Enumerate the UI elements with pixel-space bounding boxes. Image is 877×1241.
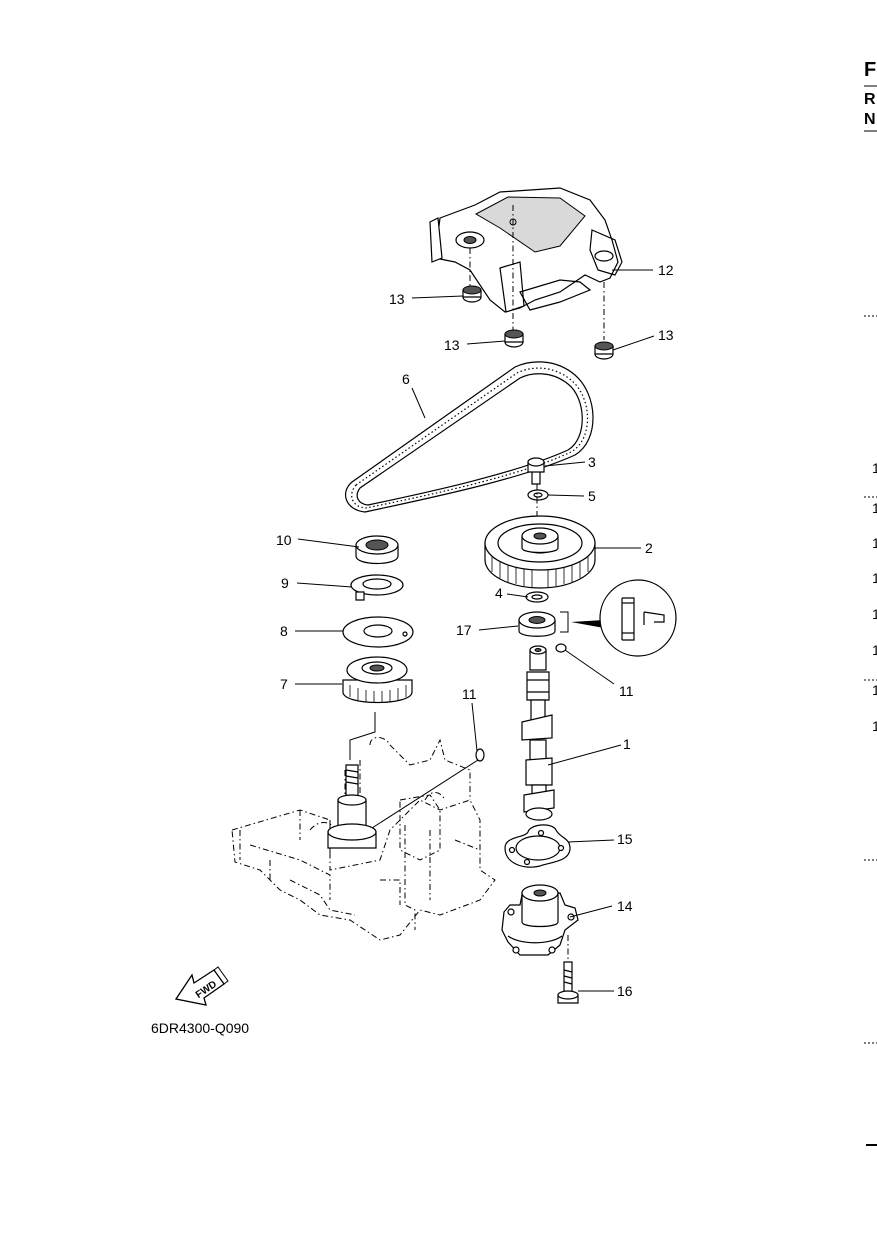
camshaft-pulley — [484, 515, 596, 589]
callout-11: 11 — [462, 686, 477, 702]
detail-inset — [599, 579, 677, 657]
washer — [525, 591, 549, 603]
crankshaft-nose — [327, 764, 377, 849]
fwd-arrow-icon — [174, 966, 229, 1006]
edge-number: 1 — [872, 570, 877, 586]
edge-number: 1 — [872, 460, 877, 476]
washer — [527, 489, 549, 501]
callout-13: 13 — [658, 327, 674, 343]
callout-1: 1 — [623, 736, 631, 752]
callout-13: 13 — [444, 337, 460, 353]
camshaft — [521, 645, 555, 821]
nut — [355, 535, 399, 565]
callout-15: 15 — [617, 831, 633, 847]
callout-9: 9 — [281, 575, 289, 591]
edge-number: 1 — [872, 535, 877, 551]
oil-seal — [518, 611, 556, 637]
diagram-code: 6DR4300-Q090 — [151, 1020, 249, 1036]
gasket — [504, 824, 571, 868]
callout-6: 6 — [402, 371, 410, 387]
edge-number: 1 — [872, 682, 877, 698]
callout-10: 10 — [276, 532, 292, 548]
callout-16: 16 — [617, 983, 633, 999]
callout-4: 4 — [495, 585, 503, 601]
lock-washer — [350, 574, 404, 601]
callout-leaders — [295, 269, 655, 992]
edge-number: 1 — [872, 718, 877, 734]
edge-number: 1 — [872, 642, 877, 658]
dowel-leader — [371, 759, 479, 829]
callout-13: 13 — [389, 291, 405, 307]
callout-17: 17 — [456, 622, 472, 638]
grommet — [462, 285, 482, 303]
callout-7: 7 — [280, 676, 288, 692]
callout-8: 8 — [280, 623, 288, 639]
edge-header-r: R — [864, 91, 876, 108]
dowel-pin — [475, 748, 485, 762]
callout-5: 5 — [588, 488, 596, 504]
callout-12: 12 — [658, 262, 674, 278]
dowel-pin — [555, 643, 567, 653]
edge-number: 1 — [872, 500, 877, 516]
edge-number: 1 — [872, 606, 877, 622]
grommet — [504, 329, 524, 348]
callout-14: 14 — [617, 898, 633, 914]
plate — [342, 616, 414, 648]
oil-pump — [501, 884, 579, 956]
bolt — [527, 457, 545, 485]
detail-pointer — [571, 620, 604, 628]
edge-header-n: N — [864, 111, 876, 128]
edge-markers — [864, 315, 877, 1146]
callout-3: 3 — [588, 454, 596, 470]
grommet — [594, 341, 614, 360]
callout-2: 2 — [645, 540, 653, 556]
timing-belt — [344, 361, 594, 513]
pump-bolt — [557, 961, 579, 1004]
timing-belt-cover — [429, 187, 623, 340]
drive-sprocket — [342, 656, 413, 704]
assembly-line — [349, 712, 376, 760]
callout-11: 11 — [619, 683, 634, 699]
bracket — [560, 611, 569, 633]
edge-header-f: F — [864, 59, 876, 81]
